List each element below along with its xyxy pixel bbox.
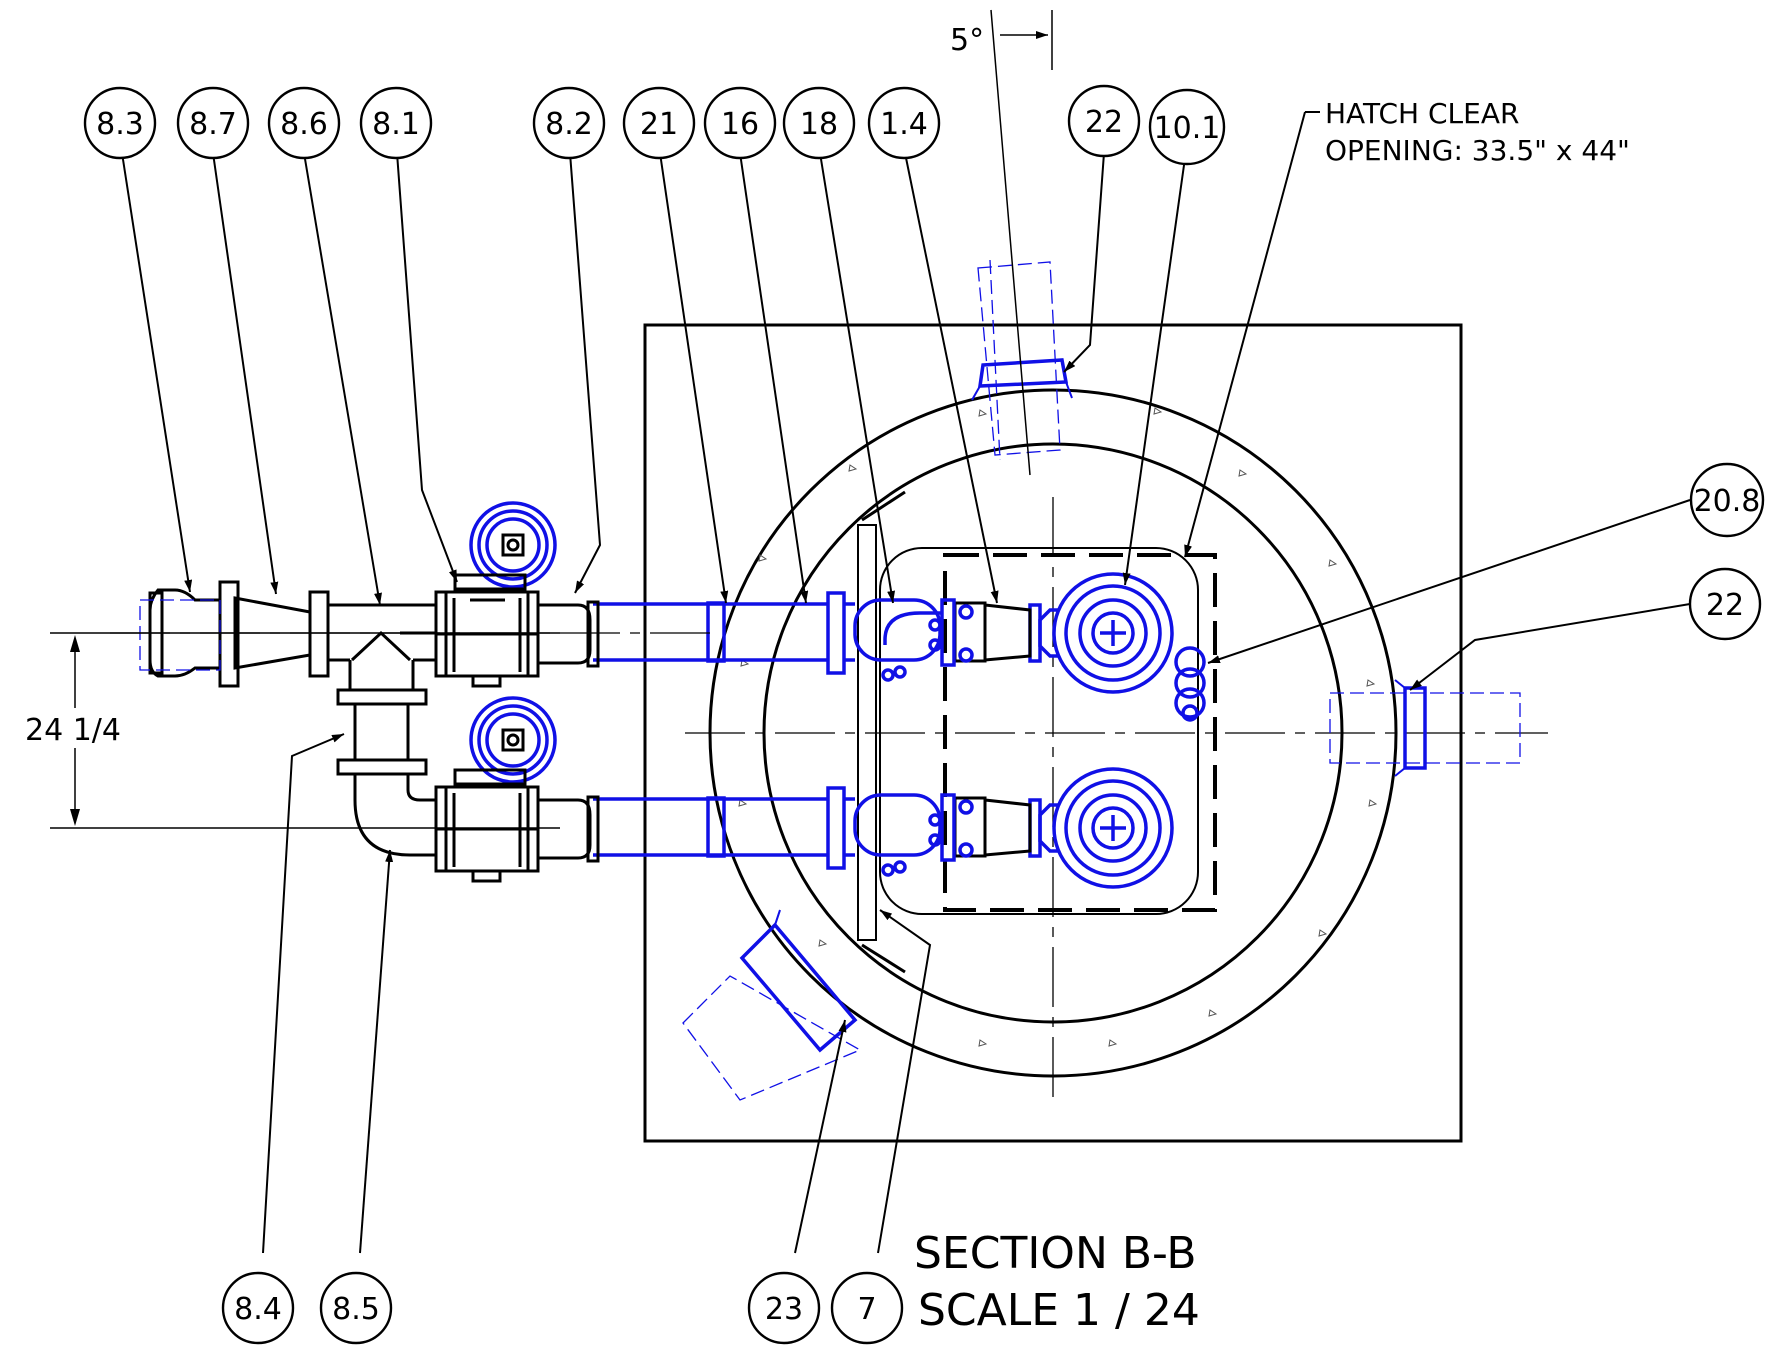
svg-text:8.4: 8.4 (234, 1292, 282, 1327)
svg-text:23: 23 (765, 1292, 803, 1327)
callout-7: 7 (830, 1271, 904, 1345)
svg-text:1.4: 1.4 (880, 107, 928, 142)
svg-text:10.1: 10.1 (1154, 111, 1221, 146)
callout-20-8: 20.8 (1689, 462, 1765, 538)
support-channel (857, 490, 906, 974)
inlet-pipe (682, 909, 862, 1101)
svg-text:8.6: 8.6 (280, 107, 328, 142)
callout-22-right: 22 (1688, 567, 1762, 641)
callout-22-top: 22 (1067, 84, 1141, 158)
callout-21: 21 (622, 86, 696, 160)
callout-8-3: 8.3 (83, 86, 157, 160)
top-vent-pipe (971, 259, 1073, 461)
callout-10-1: 10.1 (1148, 88, 1226, 166)
pump-base-outline (879, 547, 1199, 915)
svg-text:8.7: 8.7 (189, 107, 237, 142)
svg-text:22: 22 (1085, 105, 1123, 140)
callout-18: 18 (782, 86, 856, 160)
svg-text:22: 22 (1706, 588, 1744, 623)
svg-text:7: 7 (857, 1292, 876, 1327)
callout-8-7: 8.7 (176, 86, 250, 160)
callout-16: 16 (703, 86, 777, 160)
callout-1-4: 1.4 (867, 86, 941, 160)
callouts: 8.3 8.7 8.6 8.1 8.2 21 16 18 1.4 22 10.1… (83, 84, 1765, 1345)
spacing-label: 24 1/4 (25, 713, 121, 748)
callout-8-2: 8.2 (532, 86, 606, 160)
right-vent-pipe (1329, 679, 1521, 777)
callout-8-1: 8.1 (359, 86, 433, 160)
spacing-dimension: 24 1/4 (20, 632, 560, 829)
angle-label: 5° (950, 23, 984, 58)
svg-text:8.2: 8.2 (545, 107, 593, 142)
svg-text:8.1: 8.1 (372, 107, 420, 142)
hatch-note-line1: HATCH CLEAR (1325, 97, 1519, 130)
callout-8-4: 8.4 (221, 1271, 295, 1345)
discharge-line-lower (434, 696, 1174, 889)
float-switches (1174, 646, 1206, 722)
discharge-line-upper (400, 501, 1174, 694)
hatch-note-line2: OPENING: 33.5" x 44" (1325, 134, 1630, 167)
svg-text:16: 16 (721, 107, 759, 142)
hatch-note: HATCH CLEAR OPENING: 33.5" x 44" (1184, 97, 1630, 558)
section-title: SECTION B-B (914, 1228, 1197, 1279)
svg-text:8.5: 8.5 (332, 1292, 380, 1327)
section-scale: SCALE 1 / 24 (918, 1285, 1200, 1336)
svg-text:18: 18 (800, 107, 838, 142)
header-manifold (110, 580, 710, 857)
callout-8-6: 8.6 (267, 86, 341, 160)
callout-23: 23 (747, 1271, 821, 1345)
svg-text:20.8: 20.8 (1694, 484, 1761, 519)
svg-text:8.3: 8.3 (96, 107, 144, 142)
svg-text:21: 21 (640, 107, 678, 142)
callout-8-5: 8.5 (319, 1271, 393, 1345)
angle-dimension: 5° (950, 9, 1053, 476)
hatch-clear-opening (943, 553, 1217, 912)
